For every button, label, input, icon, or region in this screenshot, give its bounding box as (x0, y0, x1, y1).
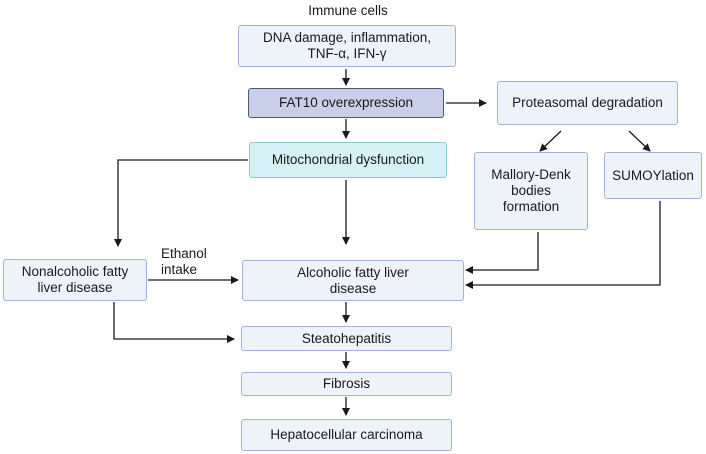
arrow-nafld-to-steato (113, 302, 235, 343)
node-mito-label: Mitochondrial dysfunction (271, 152, 425, 167)
node-sumo-label: SUMOYlation (612, 167, 694, 183)
arrow-mito-to-nafld (114, 159, 248, 247)
node-fibrosis: Fibrosis (241, 372, 452, 396)
node-proteasomal: Proteasomal degradation (497, 81, 678, 125)
node-sumo: SUMOYlation (604, 152, 702, 199)
node-nafld-line1: Nonalcoholic fatty (21, 264, 129, 279)
node-proteasomal-label: Proteasomal degradation (512, 95, 663, 110)
node-mallory: Mallory-Denk bodies formation (474, 152, 588, 230)
node-nafld-line2: liver disease (37, 280, 113, 295)
node-afld: Alcoholic fatty liver disease (242, 260, 464, 301)
node-dna-damage-line2: TNF-α, IFN-γ (307, 46, 387, 61)
node-nafld: Nonalcoholic fatty liver disease (3, 259, 147, 301)
ethanol-intake-line1: Ethanol (161, 246, 207, 261)
arrow-mallory-to-afld (465, 232, 539, 274)
node-fibrosis-label: Fibrosis (322, 376, 371, 391)
node-fat10-label: FAT10 overexpression (278, 95, 414, 110)
node-afld-line2: disease (329, 280, 377, 296)
arrow-sumo-to-afld (465, 201, 661, 289)
arrow-proteasomal-to-mallory (539, 130, 562, 152)
node-dna-damage: DNA damage, inflammation, TNF-α, IFN-γ (238, 25, 456, 67)
ethanol-intake-line2: intake (161, 262, 198, 277)
node-hcc-label: Hepatocellular carcinoma (270, 427, 423, 442)
node-hcc: Hepatocellular carcinoma (241, 419, 452, 451)
immune-cells-label: Immune cells (308, 3, 388, 18)
ethanol-intake-label: Ethanol intake (161, 246, 207, 278)
node-mallory-line1: Mallory-Denk (491, 167, 571, 182)
node-mallory-line2: bodies (511, 183, 551, 198)
node-mito: Mitochondrial dysfunction (249, 142, 447, 178)
arrow-proteasomal-to-sumo (628, 130, 651, 152)
node-fat10: FAT10 overexpression (248, 88, 444, 118)
node-mallory-line3: formation (502, 199, 560, 214)
node-afld-line1: Alcoholic fatty liver (297, 264, 409, 280)
node-steatohepatitis: Steatohepatitis (241, 326, 452, 351)
node-dna-damage-line1: DNA damage, inflammation, (262, 30, 432, 45)
node-steatohepatitis-label: Steatohepatitis (301, 330, 392, 346)
